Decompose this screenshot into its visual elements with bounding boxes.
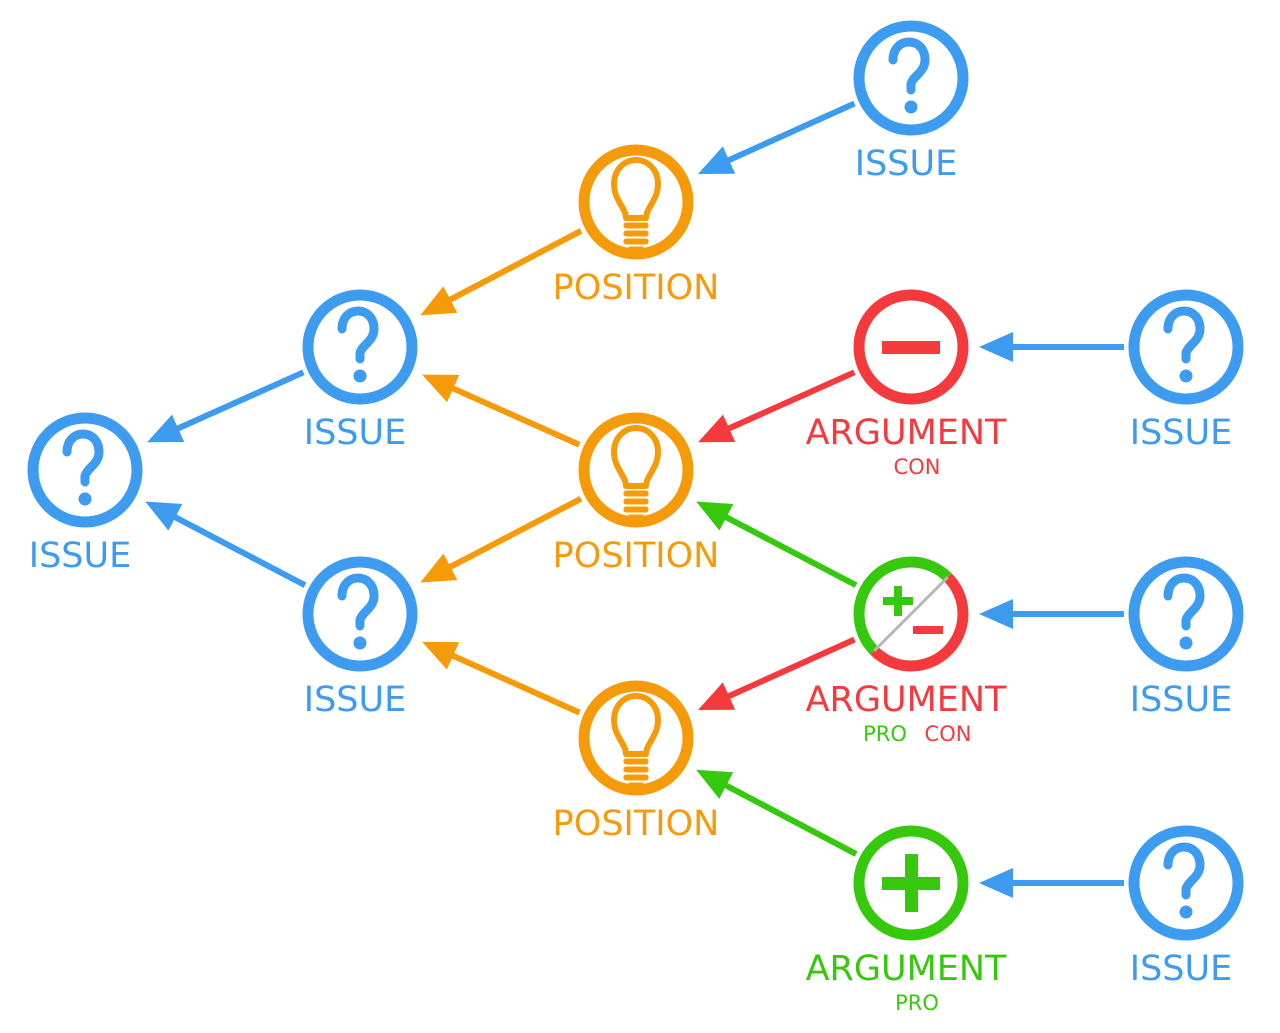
- issue-label: ISSUE: [304, 413, 407, 453]
- plus-icon: [882, 854, 940, 912]
- edge-line: [448, 384, 581, 448]
- arrowhead: [979, 868, 1013, 898]
- arrowhead: [147, 414, 185, 443]
- node-issue-root: ISSUE: [27, 412, 143, 576]
- position-circle: [578, 412, 694, 528]
- edge-argument-con-to-position-middle: [698, 369, 856, 443]
- position-circle: [578, 680, 694, 796]
- edge-line: [724, 636, 856, 701]
- arrowhead: [145, 501, 183, 531]
- argument-stance-pro: PRO: [895, 991, 939, 1015]
- edge-line: [173, 369, 305, 433]
- node-issue-top-right: ISSUE: [853, 20, 969, 184]
- issue-label: ISSUE: [1130, 680, 1233, 720]
- node-issue-upper: ISSUE: [302, 289, 418, 453]
- edge-line: [445, 228, 583, 305]
- arrowhead: [979, 599, 1013, 629]
- small-minus-icon: [913, 626, 943, 634]
- argument-label: ARGUMENT: [806, 680, 1007, 720]
- edge-position-top-to-issue-upper: [420, 228, 583, 316]
- issue-label: ISSUE: [1130, 949, 1233, 989]
- node-issue-right-con: ISSUE: [1128, 289, 1244, 453]
- arrowhead: [420, 553, 458, 583]
- small-plus-icon: [883, 586, 913, 616]
- arrowhead: [696, 501, 734, 531]
- issue-label: ISSUE: [29, 536, 132, 576]
- node-issue-right-pro: ISSUE: [1128, 825, 1244, 989]
- edge-issue-upper-to-issue-root: [147, 369, 305, 443]
- edge-line: [724, 369, 856, 433]
- arrowhead: [697, 146, 736, 175]
- edge-line: [724, 100, 856, 165]
- split-divider: [873, 576, 949, 652]
- arrowhead: [422, 374, 460, 403]
- minus-icon: [882, 341, 940, 354]
- edge-line: [445, 496, 583, 572]
- position-label: POSITION: [553, 536, 720, 576]
- position-label: POSITION: [553, 804, 720, 844]
- edge-line: [448, 651, 581, 716]
- pro-ring-half: [853, 556, 952, 655]
- edge-line: [170, 512, 307, 588]
- arrowhead: [697, 682, 736, 711]
- plus-bar-vertical: [905, 854, 918, 912]
- arrowhead: [422, 641, 460, 670]
- edge-position-bottom-to-issue-lower: [422, 641, 581, 716]
- issue-label: ISSUE: [304, 680, 407, 720]
- nodes-layer: ISSUE ISSUE ISSUE POSITION POSITION POSITION I…: [27, 20, 1244, 1015]
- arrowhead: [698, 414, 736, 443]
- argument-label: ARGUMENT: [806, 413, 1007, 453]
- edge-argument-pro-to-position-bottom: [696, 769, 858, 857]
- small-plus-v: [894, 586, 902, 616]
- edge-line: [721, 512, 858, 588]
- con-ring-half: [870, 573, 969, 672]
- node-issue-right-procon: ISSUE: [1128, 556, 1244, 720]
- edge-issue-right-pro-to-argument-pro: [979, 868, 1124, 898]
- edge-argument-procon-to-position-bottom: [697, 636, 856, 711]
- argument-stance-con: CON: [894, 455, 941, 479]
- position-label: POSITION: [553, 268, 720, 308]
- edge-argument-procon-to-position-middle: [696, 501, 858, 588]
- argument-stance-pro: PRO: [863, 722, 907, 746]
- edge-line: [721, 781, 858, 857]
- node-position-middle: POSITION: [553, 412, 720, 576]
- edge-position-middle-to-issue-upper: [422, 374, 581, 448]
- node-position-top: POSITION: [553, 144, 720, 308]
- edge-issue-right-con-to-argument-con: [979, 332, 1124, 362]
- node-position-bottom: POSITION: [553, 680, 720, 844]
- edge-issue-top-right-to-position-top: [697, 100, 856, 175]
- edge-issue-lower-to-issue-root: [145, 501, 307, 588]
- edges-layer: [145, 100, 1124, 898]
- node-issue-lower: ISSUE: [302, 556, 418, 720]
- edge-issue-right-procon-to-argument-procon: [979, 599, 1124, 629]
- issue-label: ISSUE: [1130, 413, 1233, 453]
- arrowhead: [979, 332, 1013, 362]
- arrowhead: [696, 769, 734, 799]
- edge-position-middle-to-issue-lower: [420, 496, 583, 583]
- argument-stance-con: CON: [925, 722, 972, 746]
- argument-label: ARGUMENT: [806, 949, 1007, 989]
- issue-label: ISSUE: [855, 144, 958, 184]
- arrowhead: [420, 286, 458, 316]
- position-circle: [578, 144, 694, 260]
